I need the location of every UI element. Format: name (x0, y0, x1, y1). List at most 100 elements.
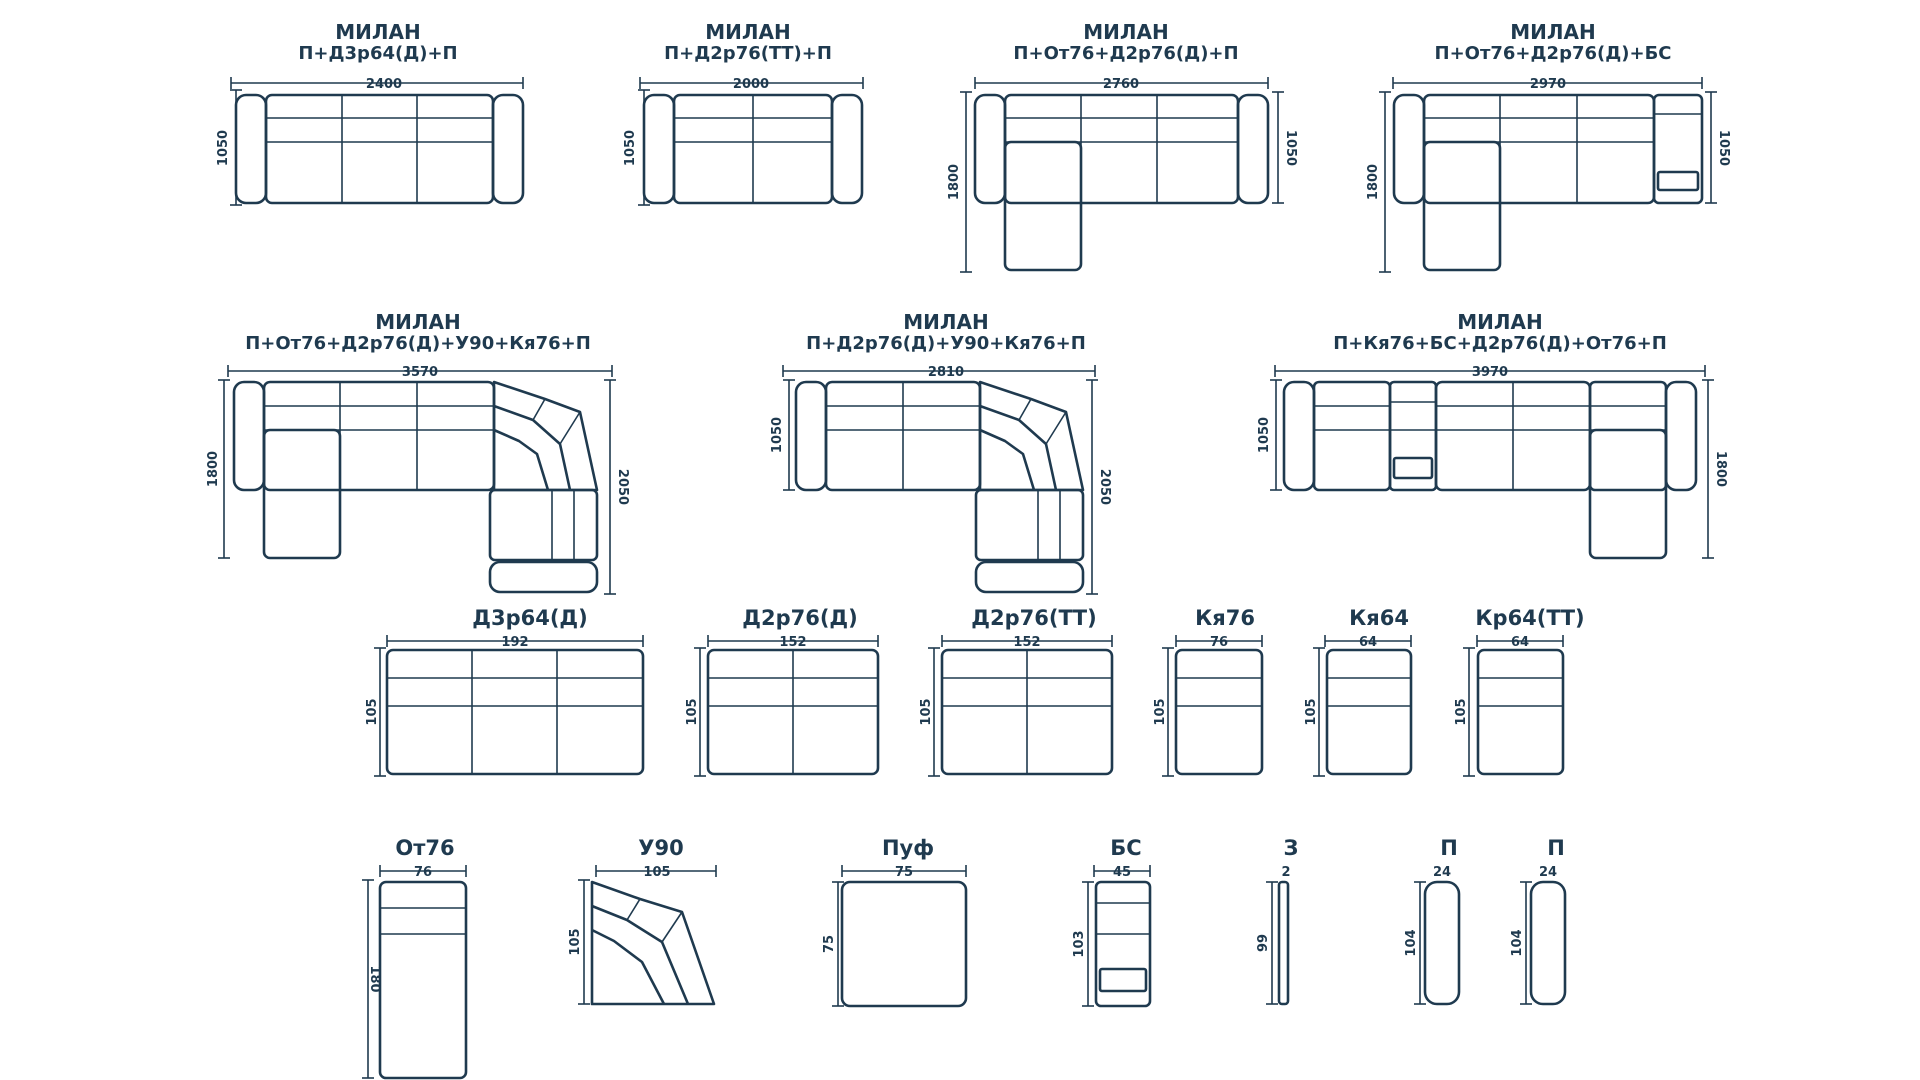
module-title: Д2р76(ТТ) (971, 606, 1097, 630)
width-dim: 3570 (402, 365, 438, 380)
width-dim: 45 (1113, 865, 1131, 880)
module-bs: 45 103 (1072, 865, 1152, 1008)
depth-right-dim: 1050 (1283, 130, 1298, 166)
width-dim: 2400 (366, 77, 402, 92)
module-d3r64d: 192 105 (365, 635, 645, 777)
width-dim: 152 (779, 635, 806, 650)
depth-dim: 1050 (216, 130, 231, 166)
depth-dim: 103 (1072, 930, 1087, 957)
width-dim: 75 (895, 865, 913, 880)
set-code: П+Д2р76(Д)+У90+Кя76+П (806, 333, 1086, 354)
depth-dim: 104 (1404, 929, 1419, 956)
width-dim: 24 (1539, 865, 1557, 880)
depth-dim: 105 (1153, 698, 1168, 725)
width-dim: 76 (414, 865, 432, 880)
module-p-armrest: 24 104 (1510, 865, 1567, 1006)
module-title: От76 (395, 836, 455, 860)
module-title: Кя76 (1195, 606, 1255, 630)
module-puf: 75 75 (822, 865, 968, 1008)
depth-dim: 99 (1256, 934, 1271, 952)
width-dim: 2760 (1103, 77, 1139, 92)
set-code: П+Д3р64(Д)+П (298, 43, 458, 64)
module-ot76: 76 180 (362, 865, 468, 1080)
module-z: 2 99 (1256, 865, 1291, 1006)
depth-dim: 104 (1510, 929, 1525, 956)
depth-dim: 180 (367, 965, 382, 992)
module-title: Пуф (881, 836, 935, 860)
width-dim: 24 (1433, 865, 1451, 880)
depth-dim: 105 (568, 928, 583, 955)
set-name: МИЛАН (705, 20, 791, 44)
set-code: П+От76+Д2р76(Д)+П (1013, 43, 1239, 64)
depth-left-dim: 1800 (206, 451, 221, 487)
module-d2r76tt: 152 105 (919, 635, 1114, 777)
set-title: МИЛАН П+От76+Д2р76(Д)+П (1013, 21, 1238, 65)
set-title: МИЛАН П+Д2р76(Д)+У90+Кя76+П (806, 311, 1086, 355)
sofa-plan-4: 2970 1800 1050 (1366, 77, 1731, 273)
module-title: У90 (638, 836, 684, 860)
module-title: П (1440, 836, 1458, 860)
width-dim: 105 (643, 865, 670, 880)
set-name: МИЛАН (1510, 20, 1596, 44)
set-name: МИЛАН (1083, 20, 1169, 44)
set-code: П+От76+Д2р76(Д)+У90+Кя76+П (245, 333, 591, 354)
module-kr64tt: 64 105 (1454, 635, 1565, 777)
depth-right-dim: 2050 (1097, 469, 1112, 505)
width-dim: 2810 (928, 365, 964, 380)
set-name: МИЛАН (335, 20, 421, 44)
width-dim: 2 (1281, 865, 1290, 880)
depth-dim: 105 (685, 698, 700, 725)
module-title: З (1283, 836, 1299, 860)
width-dim: 192 (501, 635, 528, 650)
set-name: МИЛАН (1457, 310, 1543, 334)
set-title: МИЛАН П+От76+Д2р76(Д)+У90+Кя76+П (245, 311, 591, 355)
module-title: П (1547, 836, 1565, 860)
depth-left-dim: 1800 (1366, 164, 1381, 200)
set-name: МИЛАН (903, 310, 989, 334)
module-p-armrest: 24 104 (1404, 865, 1461, 1006)
depth-left-dim: 1800 (947, 164, 962, 200)
set-name: МИЛАН (375, 310, 461, 334)
module-u90: 105 105 (568, 865, 717, 1006)
sofa-plan-5: 3570 1800 2050 (206, 365, 630, 595)
width-dim: 76 (1210, 635, 1228, 650)
depth-left-dim: 1050 (1257, 417, 1272, 453)
sofa-plan-3: 2760 1800 1050 (947, 77, 1298, 273)
module-kya64: 64 105 (1304, 635, 1413, 777)
sofa-plan-7: 3970 1050 1800 (1257, 365, 1728, 560)
set-code: П+Д2р76(ТТ)+П (664, 43, 832, 64)
depth-dim: 75 (822, 935, 837, 953)
depth-dim: 105 (919, 698, 934, 725)
set-title: МИЛАН П+От76+Д2р76(Д)+БС (1435, 21, 1672, 65)
depth-dim: 105 (1304, 698, 1319, 725)
module-title: Д2р76(Д) (742, 606, 858, 630)
width-dim: 2970 (1530, 77, 1566, 92)
depth-dim: 1050 (623, 130, 638, 166)
width-dim: 64 (1359, 635, 1377, 650)
sofa-plan-6: 2810 1050 2050 (770, 365, 1112, 595)
set-title: МИЛАН П+Д3р64(Д)+П (298, 21, 457, 65)
module-d2r76d: 152 105 (685, 635, 880, 777)
depth-right-dim: 1800 (1713, 451, 1728, 487)
set-title: МИЛАН П+Кя76+БС+Д2р76(Д)+От76+П (1333, 311, 1667, 355)
depth-right-dim: 2050 (615, 469, 630, 505)
set-title: МИЛАН П+Д2р76(ТТ)+П (664, 21, 832, 65)
depth-right-dim: 1050 (1716, 130, 1731, 166)
depth-left-dim: 1050 (770, 417, 785, 453)
width-dim: 3970 (1472, 365, 1508, 380)
module-title: Кя64 (1349, 606, 1409, 630)
sofa-plan-1: 2400 1050 (216, 77, 525, 206)
depth-dim: 105 (1454, 698, 1469, 725)
module-title: Кр64(ТТ) (1475, 606, 1585, 630)
width-dim: 152 (1013, 635, 1040, 650)
depth-dim: 105 (365, 698, 380, 725)
sofa-plan-2: 2000 1050 (623, 77, 864, 206)
module-title: БС (1110, 836, 1142, 860)
width-dim: 2000 (733, 77, 769, 92)
width-dim: 64 (1511, 635, 1529, 650)
module-kya76: 76 105 (1153, 635, 1264, 777)
set-code: П+От76+Д2р76(Д)+БС (1434, 43, 1672, 64)
module-title: Д3р64(Д) (472, 606, 588, 630)
set-code: П+Кя76+БС+Д2р76(Д)+От76+П (1333, 333, 1667, 354)
